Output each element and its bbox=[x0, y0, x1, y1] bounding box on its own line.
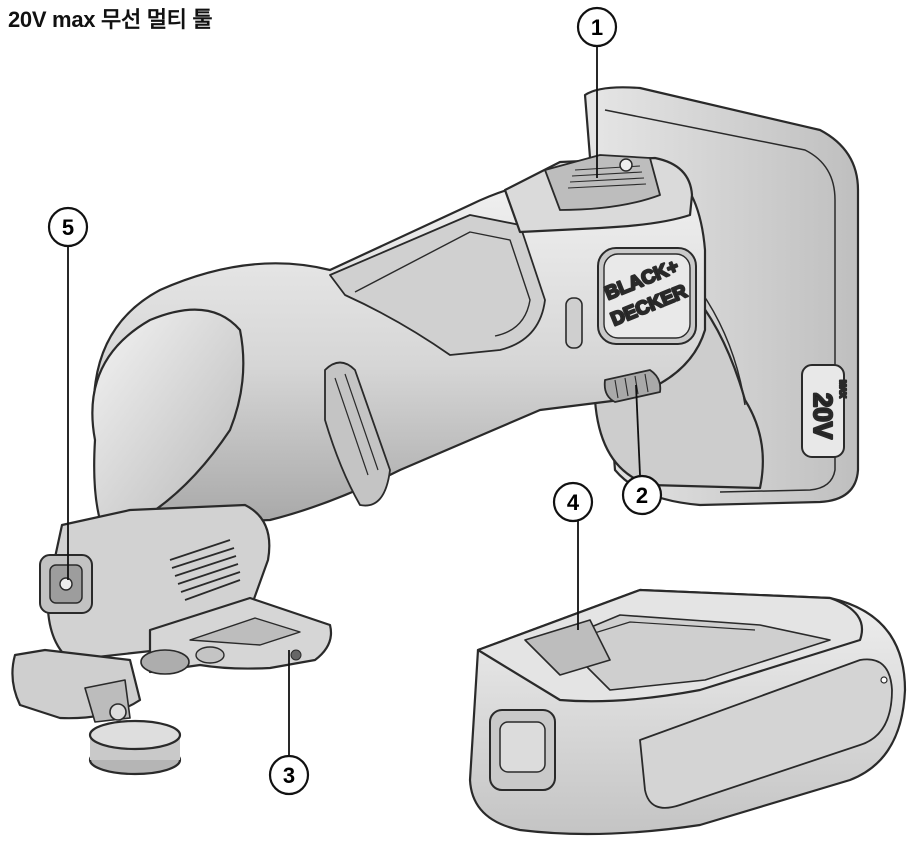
page-title: 20V max 무선 멀티 툴 bbox=[8, 7, 213, 32]
speed-dial bbox=[603, 369, 662, 403]
battery-voltage-badge: 20V MAX bbox=[801, 364, 848, 458]
callout-leader-2 bbox=[635, 384, 641, 476]
callout-number-1: 1 bbox=[591, 15, 603, 40]
callout-number-2: 2 bbox=[636, 483, 648, 508]
battery-rails bbox=[559, 614, 831, 691]
callout-2: 2 bbox=[621, 474, 663, 516]
callout-number-5: 5 bbox=[62, 215, 74, 240]
battery-pack bbox=[468, 588, 907, 836]
battery-side-panel bbox=[639, 658, 893, 809]
main-barrel bbox=[92, 168, 707, 527]
soft-grip-side bbox=[324, 361, 391, 507]
callout-number-3: 3 bbox=[283, 763, 295, 788]
callout-number-4: 4 bbox=[567, 490, 580, 515]
callouts bbox=[67, 47, 641, 755]
brand-logo: BLACK+ DECKER bbox=[597, 247, 697, 345]
callout-5: 5 bbox=[47, 206, 89, 248]
callout-3: 3 bbox=[268, 754, 310, 796]
callout-4: 4 bbox=[552, 481, 594, 523]
tool-body: 20V MAX BLACK+ D bbox=[11, 86, 860, 776]
svg-text:MAX: MAX bbox=[838, 380, 847, 398]
soft-grip-top bbox=[329, 214, 546, 356]
callout-1: 1 bbox=[576, 6, 618, 48]
svg-text:20V: 20V bbox=[808, 393, 838, 440]
battery-release-latch bbox=[524, 619, 611, 676]
